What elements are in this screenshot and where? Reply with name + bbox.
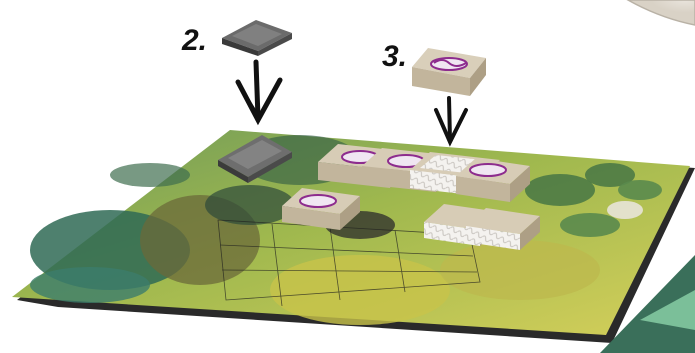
arrow-down-icon [434, 96, 468, 147]
mahjong-tile-step-3 [412, 48, 486, 96]
corner-disc [626, 0, 695, 26]
step-label-2: 2. [182, 24, 208, 57]
roof-on-board [218, 135, 292, 183]
secondary-board [600, 255, 695, 353]
roof-piece-step-2 [222, 20, 292, 56]
tile-stack [282, 144, 540, 250]
step-label-3: 3. [382, 40, 408, 73]
arrow-down-icon [235, 59, 283, 126]
